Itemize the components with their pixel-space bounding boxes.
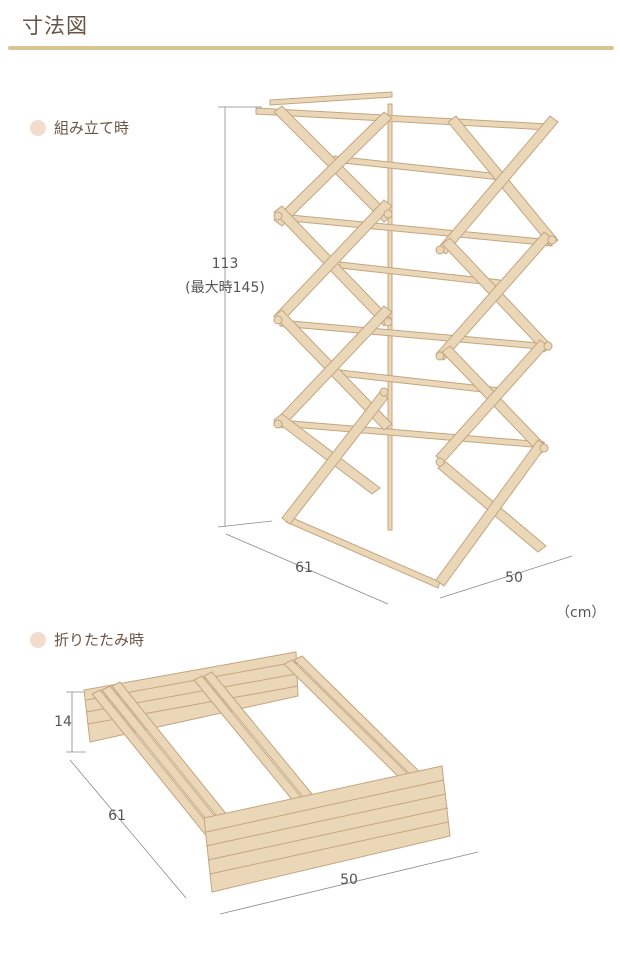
folded-thickness-value: 14 xyxy=(54,714,72,730)
folded-depth-value: 50 xyxy=(340,872,358,888)
section-folded-label: 折りたたみ時 xyxy=(54,631,145,649)
bullet-dot-icon xyxy=(30,631,46,648)
unit-label: （cm） xyxy=(556,605,606,621)
section-folded: 折りたたみ時 xyxy=(30,629,144,650)
section-assembled: 組み立て時 xyxy=(30,117,129,138)
depth-value: 50 xyxy=(505,570,523,586)
folded-width-value: 61 xyxy=(108,808,126,824)
height-max-value: (最大時145) xyxy=(185,280,265,296)
dimension-lines-assembled xyxy=(217,106,573,605)
width-value: 61 xyxy=(295,560,313,576)
section-assembled-label: 組み立て時 xyxy=(54,119,130,137)
height-value: 113 xyxy=(211,256,239,272)
bullet-dot-icon xyxy=(30,119,46,136)
drying-rack-assembled-image xyxy=(255,91,559,589)
title-divider xyxy=(8,46,614,50)
dimension-lines-folded xyxy=(66,691,479,915)
page-title: 寸法図 xyxy=(22,14,88,38)
drying-rack-folded-image xyxy=(83,651,451,893)
